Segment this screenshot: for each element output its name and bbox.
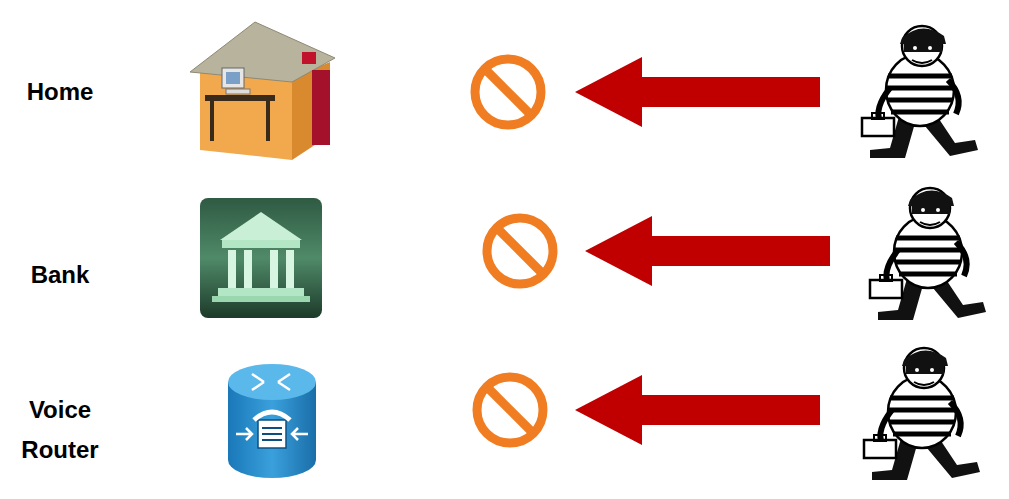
- row-label: Voice Router: [0, 390, 120, 470]
- row-label: Home: [0, 78, 120, 106]
- burglar: [870, 188, 986, 320]
- bank-icon: [200, 198, 322, 318]
- voice-router-icon: [228, 364, 316, 478]
- house-icon: [190, 22, 335, 160]
- arrow: [575, 57, 830, 445]
- burglar: [864, 348, 980, 480]
- prohibit-symbol: [475, 59, 553, 443]
- burglar: [862, 26, 978, 158]
- row-label: Bank: [0, 261, 120, 289]
